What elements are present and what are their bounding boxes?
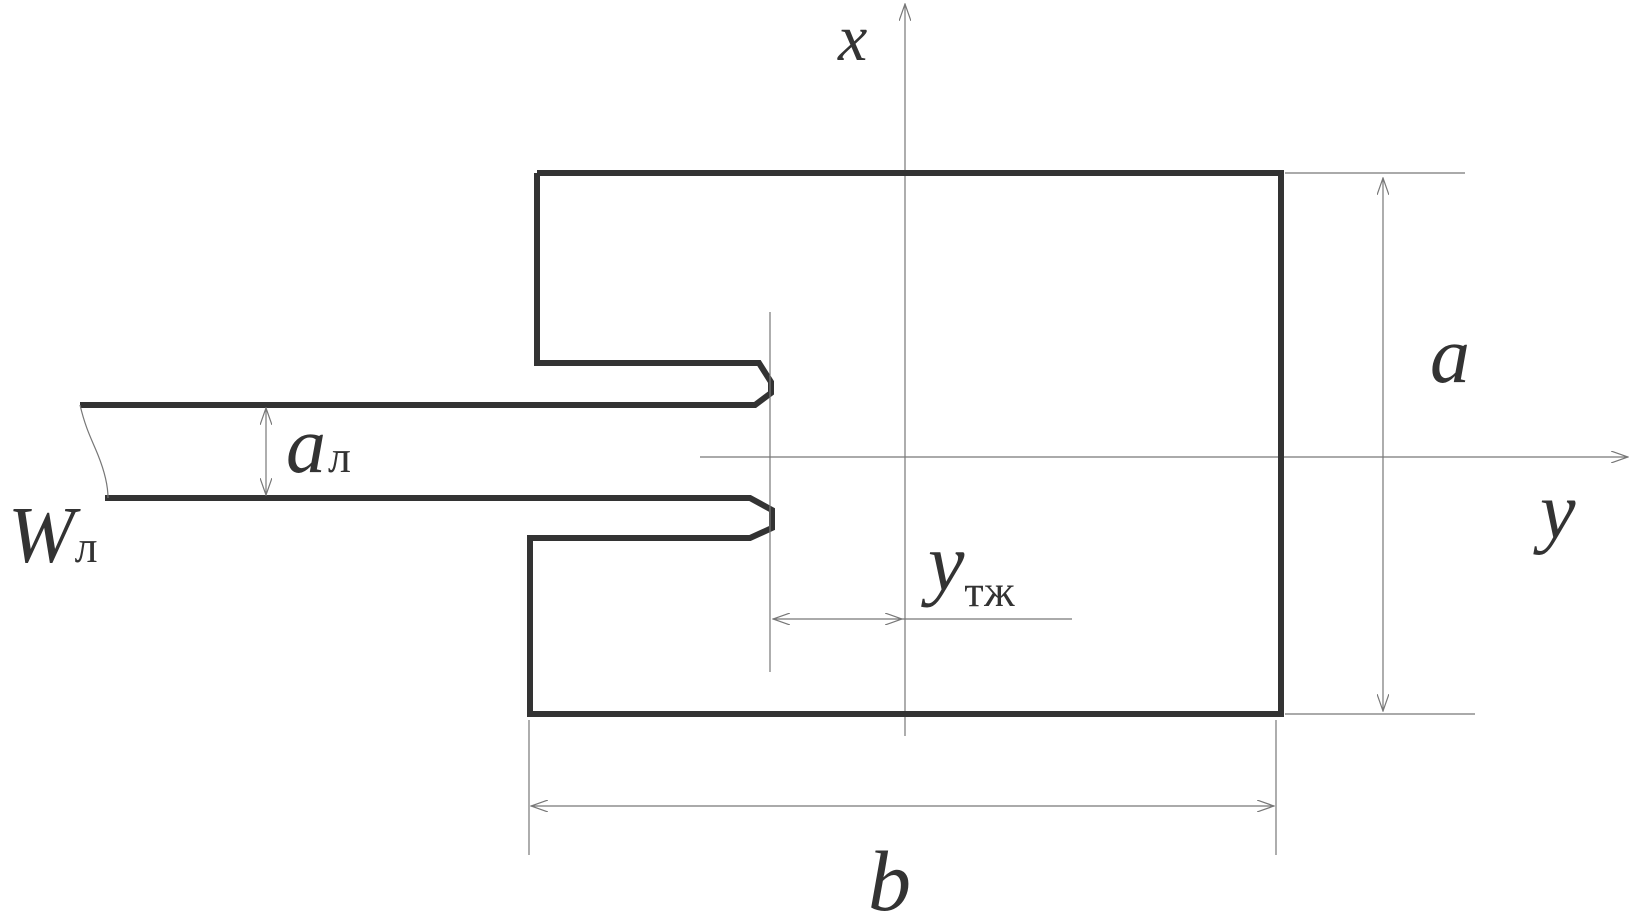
axis-y-label: y <box>1533 468 1576 556</box>
patch-outline-upper <box>80 173 774 408</box>
feed-width-sub: л <box>328 431 351 482</box>
axis-x-label: x <box>837 2 867 75</box>
dim-a-label: a <box>1430 312 1470 400</box>
patch-outline <box>105 170 1284 717</box>
inset-offset-main: y <box>921 517 965 608</box>
inset-offset-sub: тж <box>964 567 1015 616</box>
feed-width-label: aл <box>286 402 351 490</box>
impedance-label: Wл <box>8 492 98 580</box>
feed-break-line <box>79 404 109 499</box>
impedance-sub: л <box>75 521 98 572</box>
inset-offset-label: yтж <box>921 517 1015 616</box>
feed-width-main: a <box>286 402 326 490</box>
impedance-main: W <box>8 492 81 580</box>
dim-b-label: b <box>868 833 911 914</box>
